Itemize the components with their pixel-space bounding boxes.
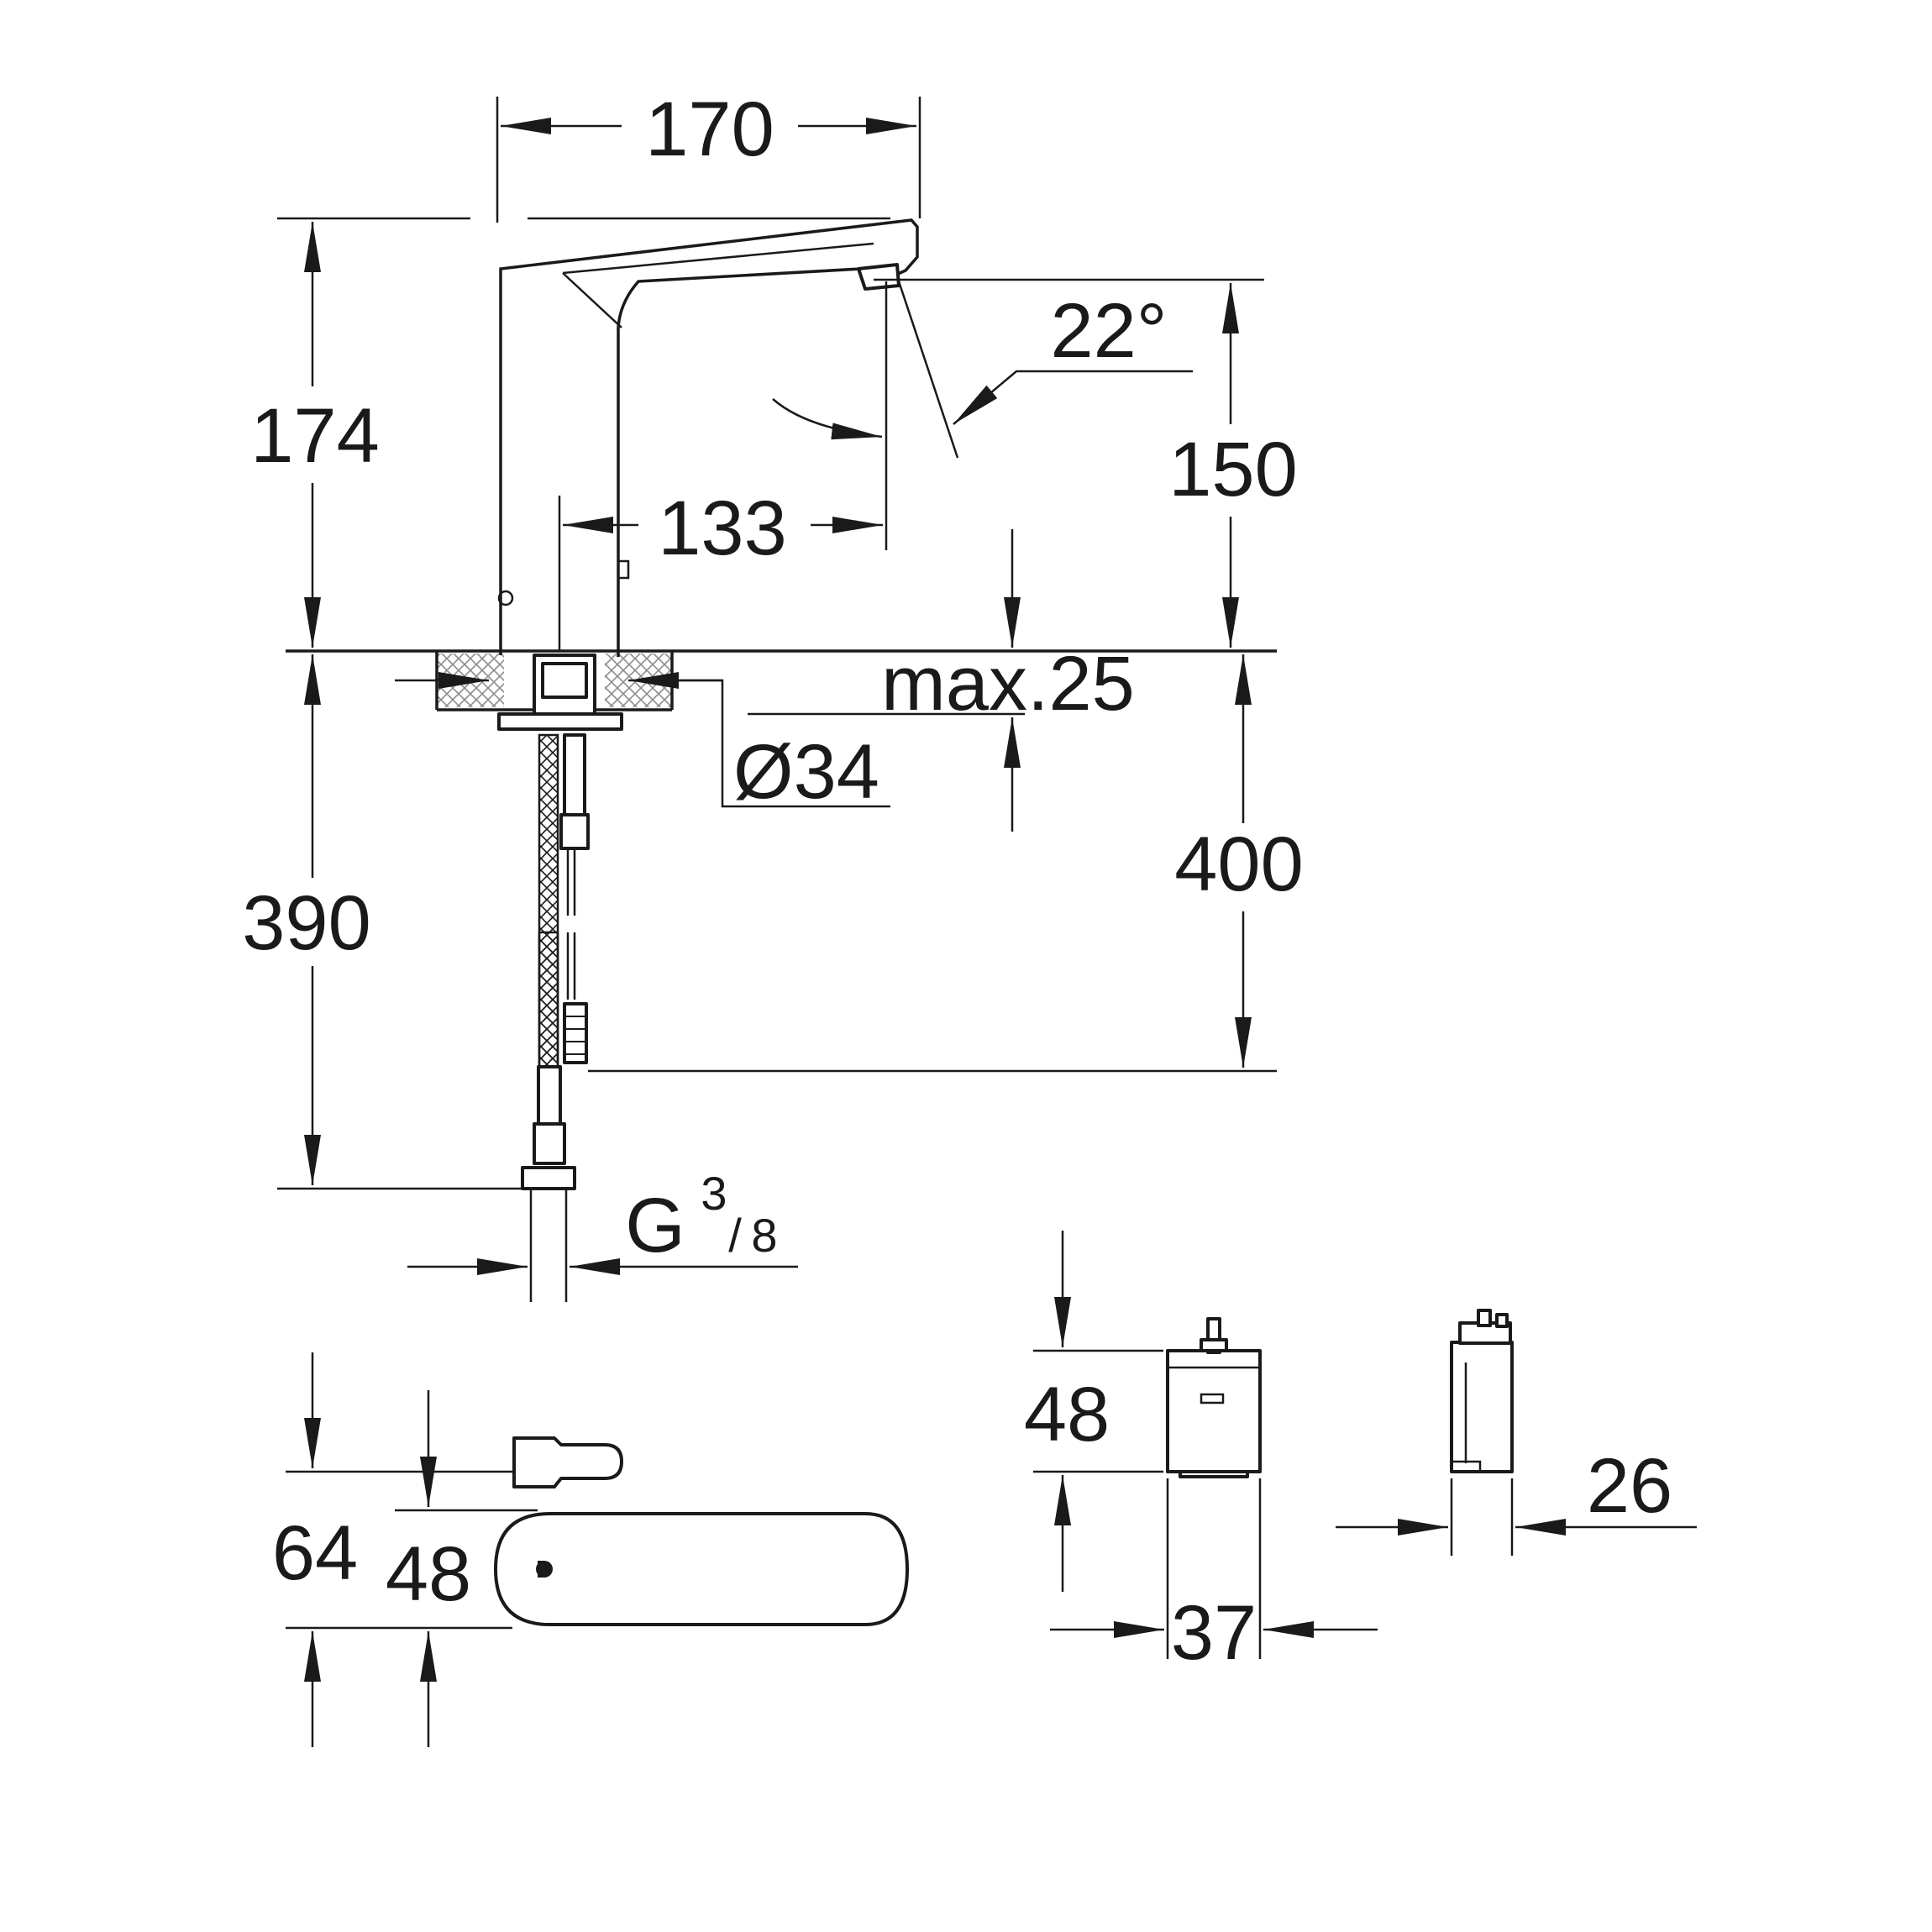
dimension-hole-diameter: Ø34 (647, 679, 890, 815)
dimension-hose-390: 390 (242, 654, 521, 1190)
dimension-spout-width: 170 (496, 87, 921, 223)
dimension-outlet-height: 150 (874, 278, 1298, 648)
dimension-lever-depth: 64 (272, 1352, 512, 1747)
dim-label-max-25: max.25 (881, 641, 1135, 727)
dim-label-390: 390 (242, 880, 371, 966)
dimension-box-width: 37 (1050, 1478, 1378, 1676)
dimension-box-depth: 26 (1336, 1443, 1697, 1556)
countertop-section (286, 649, 1277, 731)
dimension-thread: G 3 / 8 (407, 1167, 798, 1275)
dim-label-150: 150 (1168, 427, 1298, 512)
dim-label-26: 26 (1587, 1443, 1672, 1529)
dim-label-174: 174 (250, 393, 380, 479)
dim-label-thread-denominator: 8 (751, 1209, 777, 1262)
dimension-body-height: 174 (250, 217, 890, 648)
control-box-front-view (1166, 1317, 1262, 1478)
dim-label-diameter-34: Ø34 (733, 729, 879, 815)
dimension-hose-400: 400 (588, 654, 1304, 1073)
dim-label-22-degrees: 22° (1050, 288, 1167, 374)
dimension-spout-angle: 22° (772, 281, 1193, 459)
dimension-body-depth: 48 (386, 1390, 538, 1747)
dim-label-thread-numerator: 3 (701, 1167, 727, 1220)
dim-label-48-box: 48 (1024, 1372, 1110, 1457)
dim-label-170: 170 (645, 87, 774, 172)
dim-label-37: 37 (1171, 1590, 1257, 1676)
dim-label-133: 133 (658, 486, 787, 571)
dim-label-64: 64 (272, 1510, 358, 1596)
supply-hoses (521, 733, 590, 1302)
dimension-max-deck-thickness: max.25 (748, 529, 1135, 832)
dim-label-thread-g: G (625, 1183, 685, 1268)
dimension-spout-reach: 133 (558, 281, 888, 651)
dimension-box-height: 48 (1024, 1231, 1163, 1592)
svg-text:/: / (728, 1209, 742, 1262)
faucet-top-view (494, 1436, 909, 1626)
control-box-side-view (1450, 1309, 1514, 1473)
dim-label-48-top: 48 (386, 1531, 471, 1617)
faucet-side-view (497, 218, 919, 657)
dim-label-400: 400 (1174, 822, 1304, 907)
